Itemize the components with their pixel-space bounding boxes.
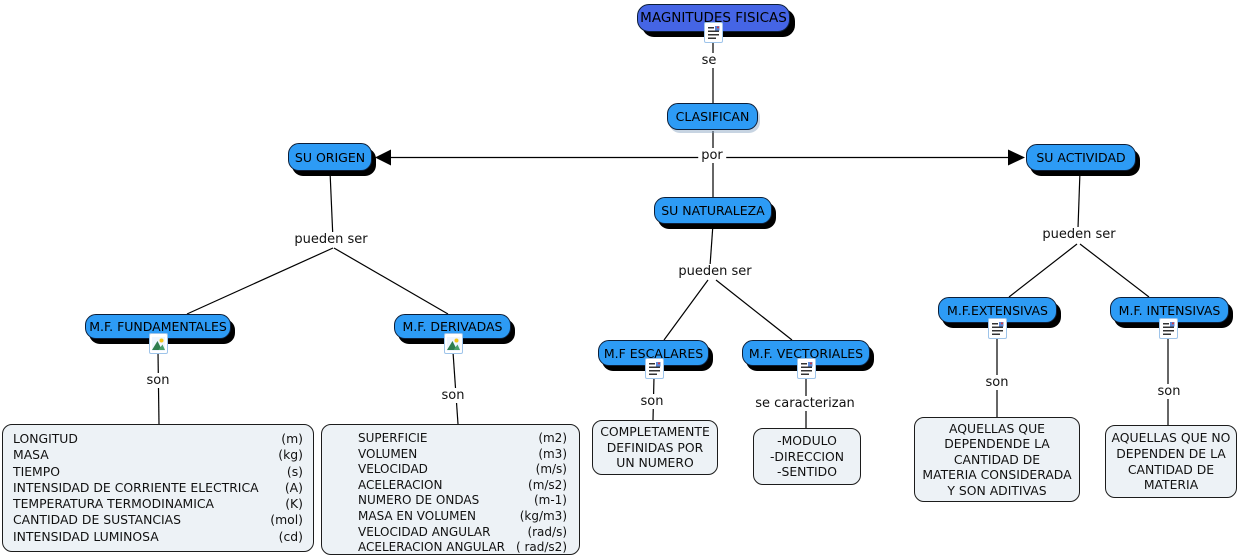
list-item: SUPERFICIE(m2) <box>358 431 567 445</box>
image-icon <box>447 336 460 351</box>
image-icon[interactable] <box>149 333 168 354</box>
link-label-pueden-ser-naturaleza[interactable]: pueden ser <box>675 264 755 279</box>
derivadas-unit-list[interactable]: SUPERFICIE(m2) VOLUMEN(m3) VELOCIDAD(m/s… <box>321 424 580 555</box>
arrowhead-left-icon <box>375 149 391 166</box>
node-label: M.F. INTENSIVAS <box>1118 302 1221 318</box>
document-icon <box>707 25 720 40</box>
link-label-son-fundamentales[interactable]: son <box>143 373 173 388</box>
node-label: CLASIFICAN <box>675 109 750 124</box>
list-item: CANTIDAD DE SUSTANCIAS(mol) <box>13 512 303 528</box>
list-item: VOLUMEN(m3) <box>358 446 567 461</box>
link-label-pueden-ser-origen[interactable]: pueden ser <box>291 232 371 247</box>
link-label-pueden-ser-actividad[interactable]: pueden ser <box>1039 227 1119 242</box>
node-su-actividad[interactable]: SU ACTIVIDAD <box>1026 144 1136 171</box>
node-su-origen[interactable]: SU ORIGEN <box>288 143 372 171</box>
link-label-se[interactable]: se <box>698 53 720 68</box>
node-label: SU ACTIVIDAD <box>1036 150 1126 165</box>
image-icon[interactable] <box>444 333 463 354</box>
node-clasifican[interactable]: CLASIFICAN <box>667 103 758 130</box>
document-icon <box>991 321 1004 336</box>
list-item: VELOCIDAD ANGULAR(rad/s) <box>358 524 567 539</box>
list-item: ACELERACION(m/s2) <box>358 477 567 492</box>
link-label-son-extensivas[interactable]: son <box>982 375 1012 390</box>
list-item: LONGITUD(m) <box>13 431 303 447</box>
node-label: M.F ESCALARES <box>603 345 704 361</box>
node-mf-derivadas[interactable]: M.F. DERIVADAS <box>394 314 511 339</box>
list-item: VELOCIDAD(m/s) <box>358 462 567 477</box>
node-label: SU ORIGEN <box>294 149 366 165</box>
link-label-por[interactable]: por <box>698 148 726 163</box>
link-label-son-derivadas[interactable]: son <box>438 388 468 403</box>
document-icon <box>1162 321 1175 336</box>
node-label: SU NATURALEZA <box>661 203 765 218</box>
fundamentales-unit-list[interactable]: LONGITUD(m) MASA(kg) TIEMPO(s) INTENSIDA… <box>2 424 314 552</box>
list-item: MASA(kg) <box>13 447 303 463</box>
document-icon[interactable] <box>988 318 1007 339</box>
list-item: INTENSIDAD LUMINOSA(cd) <box>13 528 303 544</box>
document-icon <box>800 361 813 376</box>
escalares-description[interactable]: COMPLETAMENTE DEFINIDAS POR UN NUMERO <box>592 420 718 475</box>
link-label-son-escalares[interactable]: son <box>637 394 667 409</box>
intensivas-description[interactable]: AQUELLAS QUE NO DEPENDEN DE LA CANTIDAD … <box>1105 425 1237 498</box>
node-label: M.F. DERIVADAS <box>402 319 503 334</box>
node-su-naturaleza[interactable]: SU NATURALEZA <box>654 197 772 224</box>
document-icon[interactable] <box>704 22 723 43</box>
document-icon <box>648 361 661 376</box>
arrowhead-right-icon <box>1008 149 1025 166</box>
list-item: TIEMPO(s) <box>13 463 303 479</box>
node-label: MAGNITUDES FISICAS <box>640 10 787 26</box>
node-label: M.F.EXTENSIVAS <box>947 302 1048 318</box>
list-item: INTENSIDAD DE CORRIENTE ELECTRICA(A) <box>13 479 303 495</box>
node-label: M.F. FUNDAMENTALES <box>89 319 227 334</box>
node-mf-fundamentales[interactable]: M.F. FUNDAMENTALES <box>85 314 231 339</box>
link-label-son-intensivas[interactable]: son <box>1154 384 1184 399</box>
vectoriales-description[interactable]: -MODULO -DIRECCION -SENTIDO <box>753 428 861 485</box>
document-icon[interactable] <box>645 358 664 379</box>
image-icon <box>152 336 165 351</box>
list-item: MASA EN VOLUMEN(kg/m3) <box>358 508 567 523</box>
list-item: NUMERO DE ONDAS(m-1) <box>358 493 567 508</box>
extensivas-description[interactable]: AQUELLAS QUE DEPENDENDE LA CANTIDAD DE M… <box>914 417 1080 502</box>
node-mf-intensivas[interactable]: M.F. INTENSIVAS <box>1110 297 1229 323</box>
node-label: M.F. VECTORIALES <box>748 345 864 361</box>
document-icon[interactable] <box>1159 318 1178 339</box>
document-icon[interactable] <box>797 358 816 379</box>
list-item: ACELERACION ANGULAR( rad/s2) <box>358 540 567 555</box>
list-item: TEMPERATURA TERMODINAMICA(K) <box>13 496 303 512</box>
link-label-se-caracterizan[interactable]: se caracterizan <box>752 396 858 411</box>
